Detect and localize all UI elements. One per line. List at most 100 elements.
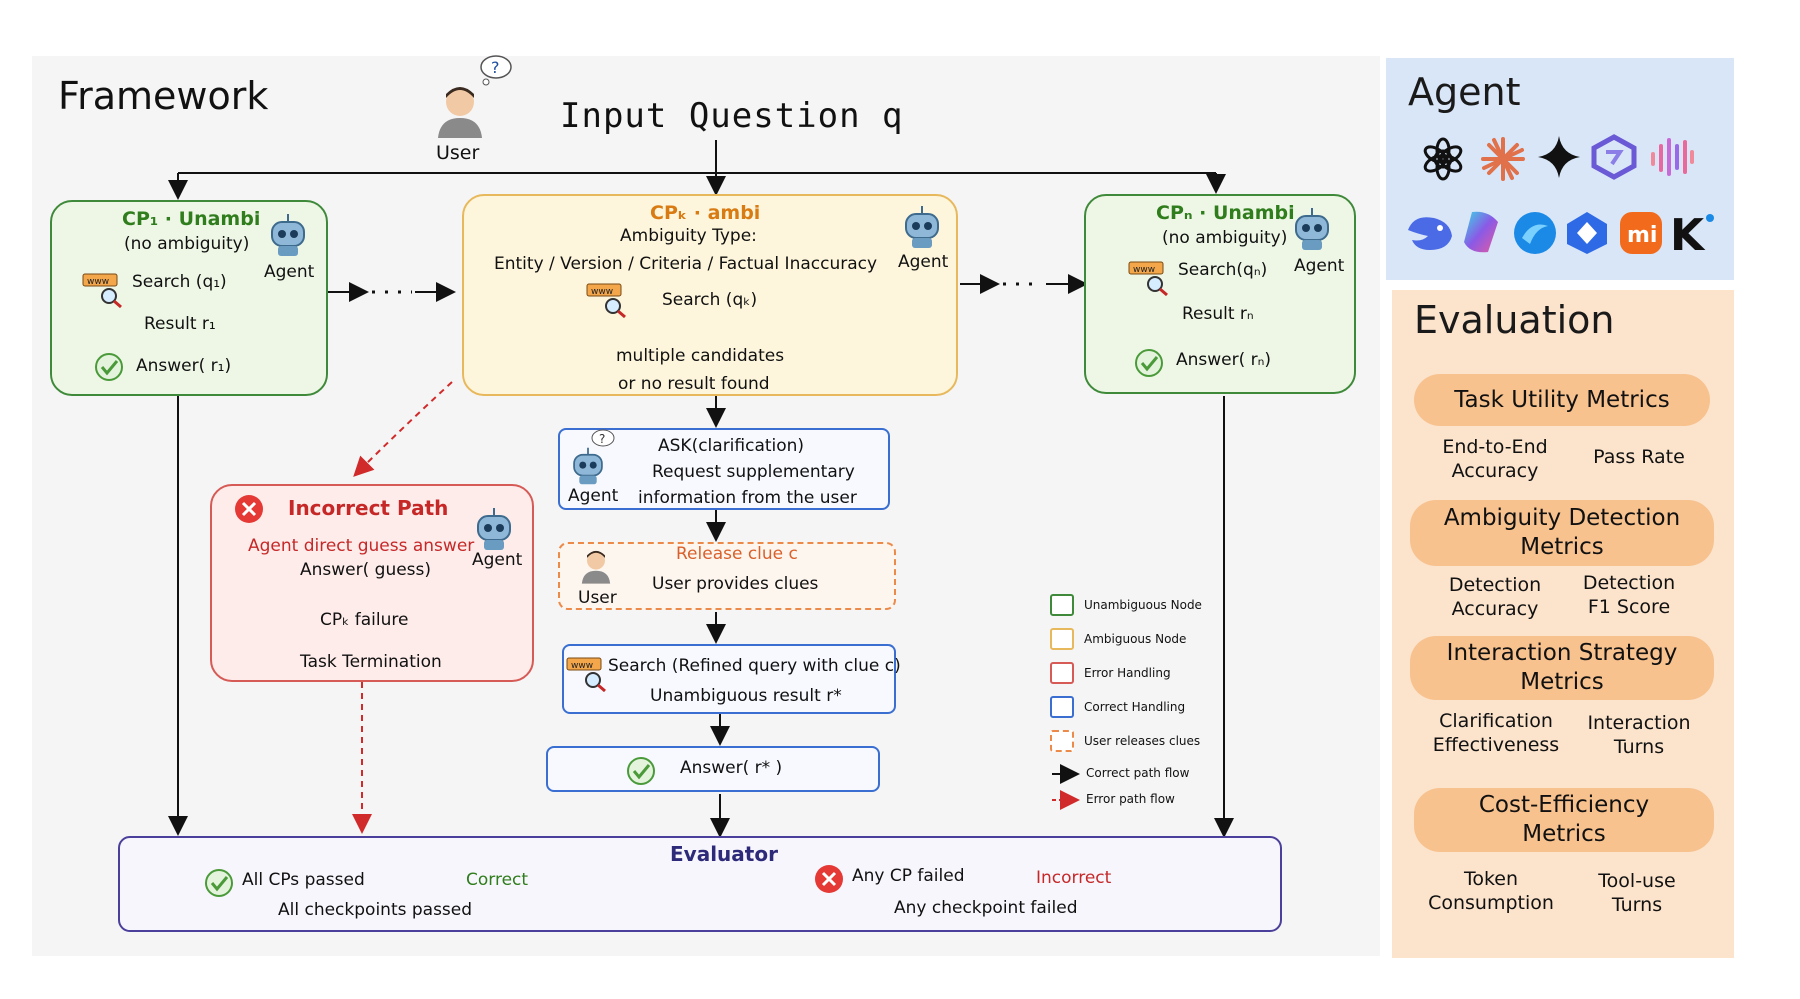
robot-icon xyxy=(472,506,516,556)
cp1-search: Search (q₁) xyxy=(132,272,227,292)
cpk-ambiguity-label: Ambiguity Type: xyxy=(620,226,757,246)
cost-efficiency-pill: Cost-Efficiency Metrics xyxy=(1414,788,1714,852)
evaluator-passed-sub: All checkpoints passed xyxy=(278,900,473,920)
xiaomi-icon: mi xyxy=(1618,210,1664,260)
cp1-answer: Answer( r₁) xyxy=(136,356,232,376)
incorrect-title: Incorrect Path xyxy=(288,496,449,520)
incorrect-answer: Answer( guess) xyxy=(300,560,432,580)
final-answer-node xyxy=(546,746,880,792)
legend-swatch-ambiguous xyxy=(1050,628,1074,650)
error-icon xyxy=(814,864,844,898)
incorrect-guess: Agent direct guess answer xyxy=(248,536,475,556)
ask-line2: information from the user xyxy=(638,488,857,508)
check-icon xyxy=(94,352,124,386)
refined-line2: Unambiguous result r* xyxy=(650,686,842,706)
robot-icon xyxy=(1290,206,1334,256)
cp1-result: Result r₁ xyxy=(144,314,216,334)
cpn-answer: Answer( rₙ) xyxy=(1176,350,1272,370)
metric-token-consumption: Token Consumption xyxy=(1428,868,1554,914)
qwen-icon xyxy=(1590,134,1638,184)
thought-bubble-icon: ? xyxy=(478,54,514,90)
evaluator-failed-sub: Any checkpoint failed xyxy=(894,898,1078,918)
interaction-strategy-pill: Interaction Strategy Metrics xyxy=(1410,636,1714,700)
copilot-icon xyxy=(1458,208,1504,260)
check-icon xyxy=(626,756,656,790)
agent-panel-title: Agent xyxy=(1408,70,1521,114)
gemini-icon xyxy=(1536,134,1582,184)
ask-node xyxy=(558,428,890,510)
kimi-icon: K xyxy=(1668,208,1718,261)
evaluator-failed: Any CP failed xyxy=(852,866,965,886)
legend-label-unambiguous: Unambiguous Node xyxy=(1084,598,1202,612)
cp1-subtitle: (no ambiguity) xyxy=(124,234,250,254)
legend-label-correct: Correct Handling xyxy=(1084,700,1186,714)
metric-pass-rate: Pass Rate xyxy=(1593,446,1685,468)
evaluator-passed: All CPs passed xyxy=(242,870,365,890)
metric-clarification-effectiveness: Clarification Effectiveness xyxy=(1432,710,1560,756)
metric-detection-accuracy: Detection Accuracy xyxy=(1448,574,1542,620)
claude-icon xyxy=(1480,136,1526,186)
deepseek-icon xyxy=(1404,210,1456,260)
web-search-icon: www xyxy=(82,272,124,312)
evaluation-title: Evaluation xyxy=(1414,298,1615,342)
legend-swatch-clues xyxy=(1050,730,1074,752)
robot-icon xyxy=(266,212,310,269)
refined-search-node xyxy=(562,644,896,714)
evaluator-title: Evaluator xyxy=(670,842,778,866)
ask-line1: Request supplementary xyxy=(652,462,855,482)
evaluator-incorrect: Incorrect xyxy=(1036,868,1112,888)
svg-text:?: ? xyxy=(599,432,605,446)
legend-label-error: Error Handling xyxy=(1084,666,1171,680)
svg-text:mi: mi xyxy=(1627,223,1657,248)
cp1-title: CP₁ · Unambi xyxy=(122,208,261,230)
check-icon xyxy=(204,868,234,902)
robot-icon xyxy=(568,446,608,490)
legend-label-correct-flow: Correct path flow xyxy=(1086,766,1190,780)
cpk-node xyxy=(462,194,958,396)
glm-icon xyxy=(1564,210,1610,260)
svg-text:?: ? xyxy=(491,58,500,77)
openai-icon xyxy=(1420,136,1466,186)
legend-label-error-flow: Error path flow xyxy=(1086,792,1175,806)
svg-text:K: K xyxy=(1670,210,1706,256)
cpn-agent-label: Agent xyxy=(1294,256,1345,276)
svg-text:www: www xyxy=(87,277,109,287)
user-icon xyxy=(578,546,614,588)
cpn-result: Result rₙ xyxy=(1182,304,1254,324)
svg-text:www: www xyxy=(591,287,613,297)
evaluator-correct: Correct xyxy=(466,870,529,890)
svg-text:www: www xyxy=(1133,265,1155,275)
release-text: User provides clues xyxy=(652,574,819,594)
user-label: User xyxy=(436,142,480,164)
user-icon xyxy=(432,80,488,142)
release-title: Release clue c xyxy=(676,544,798,564)
release-clue-node xyxy=(558,542,896,610)
cpk-ambiguity-types: Entity / Version / Criteria / Factual In… xyxy=(494,254,878,274)
framework-title: Framework xyxy=(58,74,269,118)
incorrect-failure: CPₖ failure xyxy=(320,610,409,630)
metric-end-to-end-accuracy: End-to-End Accuracy xyxy=(1442,436,1548,482)
check-icon xyxy=(1134,348,1164,382)
legend-swatch-correct xyxy=(1050,696,1074,718)
cpn-subtitle: (no ambiguity) xyxy=(1162,228,1288,248)
incorrect-agent-label: Agent xyxy=(472,550,523,570)
question-bubble-icon: ? xyxy=(590,428,616,454)
ambiguity-detection-pill: Ambiguity Detection Metrics xyxy=(1410,500,1714,566)
error-icon xyxy=(234,494,264,528)
web-search-icon: www xyxy=(566,656,608,696)
release-user-label: User xyxy=(578,588,617,608)
web-search-icon: www xyxy=(1128,260,1170,300)
cpk-candidates: multiple candidates xyxy=(616,346,785,366)
cpk-no-result: or no result found xyxy=(618,374,770,394)
legend-label-ambiguous: Ambiguous Node xyxy=(1084,632,1187,646)
metric-tool-use-turns: Tool-use Turns xyxy=(1598,870,1676,916)
web-search-icon: www xyxy=(586,282,628,322)
incorrect-termination: Task Termination xyxy=(300,652,442,672)
ask-agent-label: Agent xyxy=(568,486,619,506)
kimi-circle-icon xyxy=(1512,210,1558,260)
evaluator-node xyxy=(118,836,1282,932)
final-answer-text: Answer( r* ) xyxy=(680,758,783,778)
robot-icon xyxy=(900,204,944,254)
metric-interaction-turns: Interaction Turns xyxy=(1587,712,1691,758)
refined-line1: Search (Refined query with clue c) xyxy=(608,656,901,676)
